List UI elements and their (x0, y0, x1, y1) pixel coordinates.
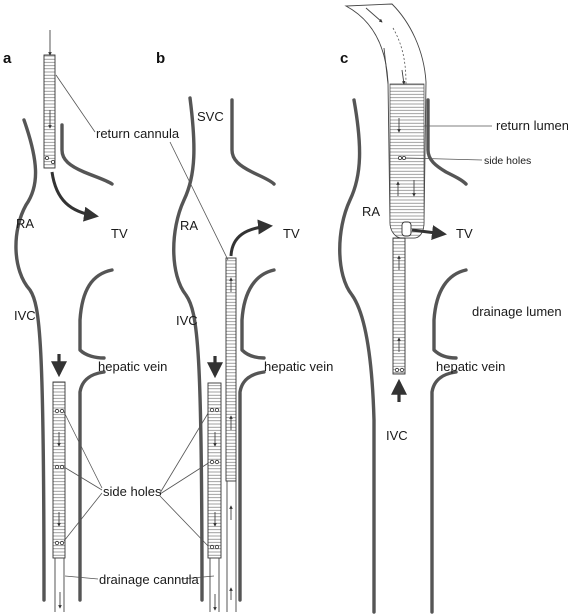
drainage-cannula-label: drainage cannula (99, 572, 200, 587)
panel-a-tv-lower-wall (78, 268, 114, 360)
panel-c-return-lumen-label: return lumen (496, 118, 568, 133)
panel-c-side-holes-label: side holes (484, 155, 531, 167)
side-holes-label: side holes (103, 484, 162, 499)
panel-c-drainage-hole (394, 367, 400, 373)
panel-b-return-flow-out-arrow (229, 219, 273, 257)
panel-a-return-hole (45, 155, 50, 160)
panel-c-inflow-arrow (365, 7, 383, 23)
panel-c-inner-lumen-dash (392, 27, 407, 85)
panel-c-ivc-label: IVC (386, 428, 408, 443)
panel-c-svc-right-wall (426, 98, 468, 186)
panel-b-svc-label: SVC (197, 109, 224, 124)
panel-b: b SVC RA TV IVC hepatic ve (156, 50, 333, 612)
panel-a-drainage-hole (59, 408, 65, 414)
panel-b-letter: b (156, 50, 165, 67)
panel-b-drainage-hole (214, 459, 220, 465)
panel-c-letter: c (340, 50, 348, 67)
panel-c-return-lumen-body (389, 83, 425, 239)
panel-c-side-hole (401, 155, 406, 160)
panel-a-svc-right-wall (60, 123, 114, 186)
panel-a-ivc-label: IVC (14, 308, 36, 323)
panel-b-return-cannula (225, 257, 237, 482)
panel-a-return-flow-arrow (50, 171, 99, 222)
panel-c-ra-label: RA (362, 204, 380, 219)
panel-c-return-port (401, 221, 412, 237)
panel-a-side-holes-leader (63, 466, 103, 491)
panel-a-drainage-hole (59, 540, 65, 546)
panel-c-tv-label: TV (456, 226, 473, 241)
panel-c-drainage-lumen-label: drainage lumen (472, 304, 562, 319)
panel-a-hepatic-vein-label: hepatic vein (98, 359, 167, 374)
panel-a-return-cannula-leader (55, 74, 96, 133)
panel-c-return-flow-arrow (401, 69, 406, 85)
panel-c-side-holes-leader (405, 157, 483, 161)
panel-b-drainage-hole (209, 544, 215, 550)
panel-a: a return cannula RA TV IVC hepatic v (3, 30, 215, 612)
panel-c-hepatic-vein-label: hepatic vein (436, 359, 505, 374)
panel-c-tv-lower-wall (432, 268, 468, 360)
panel-c-vessel-left-wall (338, 98, 376, 614)
panel-c-drainage-lumen (392, 237, 406, 375)
panel-a-return-cannula (43, 54, 56, 169)
panel-a-drainage-hole (54, 408, 60, 414)
panel-a-return-cannula-label: return cannula (96, 126, 180, 141)
panel-c-tube-edge (383, 47, 389, 85)
panel-c-hepatic-lower-wall (430, 370, 458, 614)
panel-c: c return lumen side holes RA TV (338, 3, 568, 614)
panel-b-svc-right-wall (230, 98, 276, 186)
panel-a-letter: a (3, 50, 12, 67)
panel-c-drainage-hole (399, 367, 405, 373)
panel-b-drainage-cannula (207, 382, 222, 559)
panel-b-ivc-label: IVC (176, 313, 198, 328)
panel-a-tv-label: TV (111, 226, 128, 241)
panel-a-drainage-hole (59, 464, 65, 470)
panel-a-side-holes-leader (63, 411, 103, 489)
panel-b-hepatic-vein-label: hepatic vein (264, 359, 333, 374)
panel-b-drainage-hole (214, 407, 220, 413)
panel-b-drainage-hole (209, 407, 215, 413)
panel-b-drainage-hole (214, 544, 220, 550)
panel-b-tv-label: TV (283, 226, 300, 241)
panel-b-return-cannula-leader (169, 141, 229, 261)
panel-a-drainage-hole (54, 540, 60, 546)
panel-a-drainage-cannula (52, 381, 66, 559)
panel-a-side-holes-leader (63, 492, 103, 542)
panel-a-hepatic-lower-wall (78, 370, 106, 602)
drainage-cannula-leader-b (180, 575, 215, 580)
panel-c-return-flow-out-arrow (411, 225, 447, 240)
panel-b-tv-lower-wall (240, 268, 276, 360)
panel-a-drainage-hole (54, 464, 60, 470)
panel-b-vessel-left-wall (172, 96, 204, 602)
panel-b-ra-label: RA (180, 218, 198, 233)
panel-b-drainage-hole (209, 459, 215, 465)
panel-a-ra-label: RA (16, 216, 34, 231)
drainage-cannula-leader-a (64, 575, 99, 580)
panel-a-vessel-left-wall (14, 118, 46, 602)
panel-a-return-hole (51, 159, 56, 164)
panel-b-hepatic-lower-wall (238, 370, 266, 602)
panel-c-side-hole (397, 155, 402, 160)
